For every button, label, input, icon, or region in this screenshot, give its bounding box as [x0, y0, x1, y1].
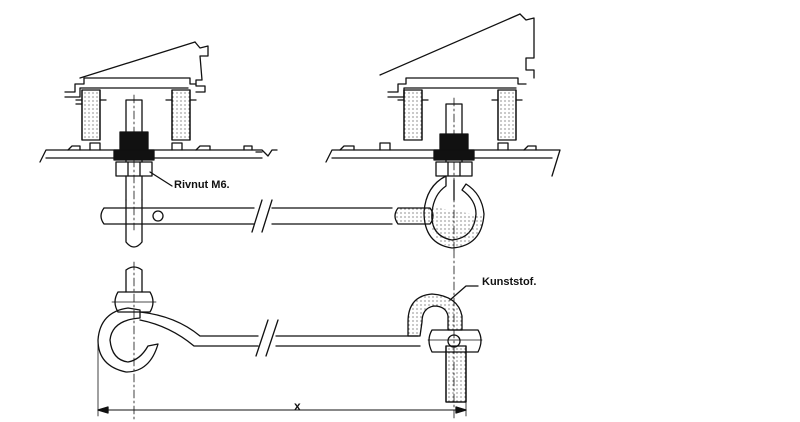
upper-hook-assembly	[100, 175, 485, 249]
rivnut-label: Rivnut M6.	[174, 179, 230, 191]
dimension-x	[97, 339, 467, 417]
lower-hook-assembly	[97, 249, 483, 421]
right-panel-section	[325, 13, 561, 251]
left-panel-section	[39, 41, 278, 231]
dimension-x-label: x	[294, 399, 301, 413]
kunststof-label: Kunststof.	[482, 276, 537, 288]
